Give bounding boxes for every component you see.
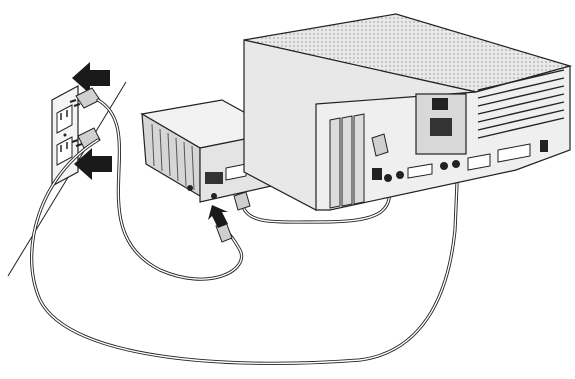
computer-power-supply bbox=[416, 94, 466, 154]
adapter-power-port bbox=[205, 172, 223, 184]
adapter-cable-plug bbox=[234, 192, 250, 210]
computer-tower bbox=[244, 14, 570, 210]
insert-arrow bbox=[208, 205, 228, 228]
